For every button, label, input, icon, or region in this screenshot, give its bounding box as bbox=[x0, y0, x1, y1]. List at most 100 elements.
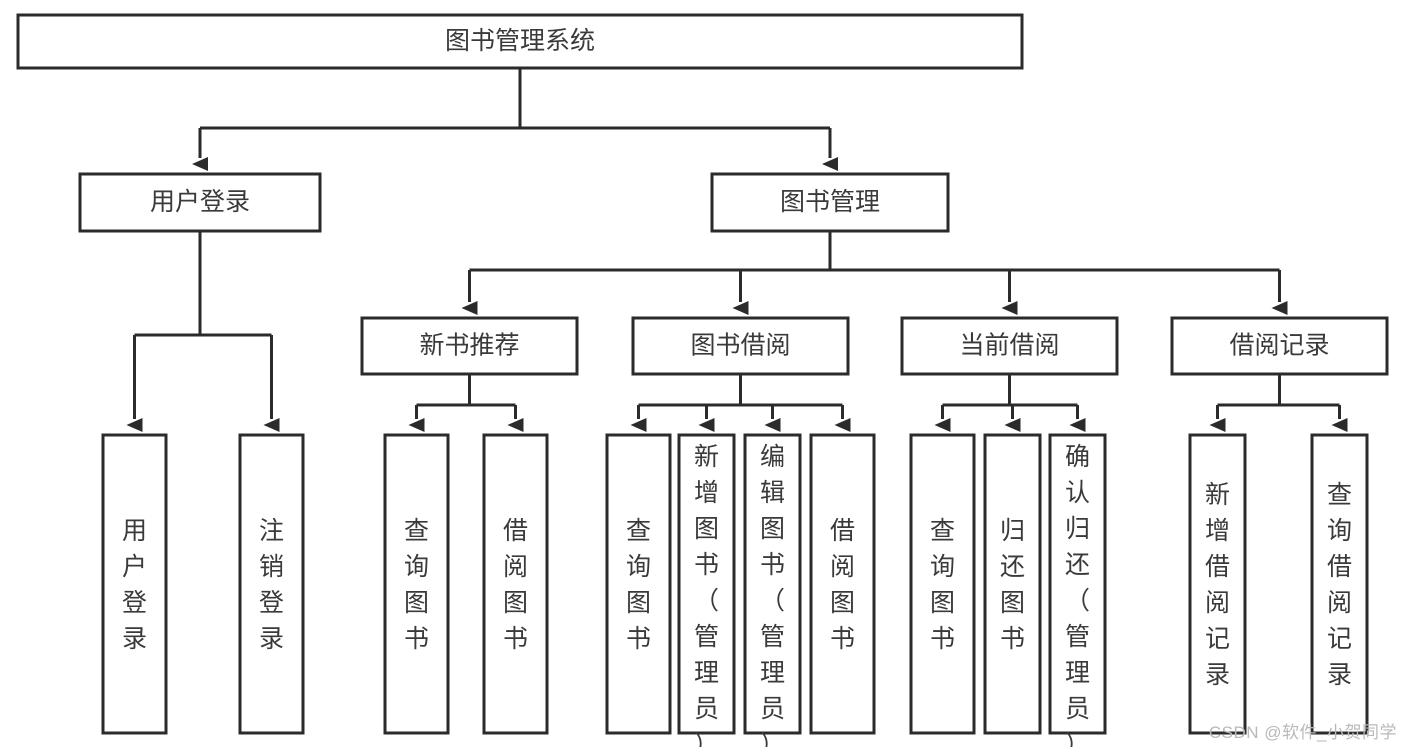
leaf-label-char: 录 bbox=[1327, 661, 1352, 689]
node-current-borrow[interactable]: 当前借阅 bbox=[900, 316, 1119, 376]
leaf-box bbox=[1188, 433, 1247, 735]
node-label: 借阅记录 bbox=[1229, 332, 1329, 360]
leaf-box bbox=[383, 433, 450, 735]
leaf-label-char: ） bbox=[1065, 731, 1090, 747]
node-box bbox=[631, 316, 850, 376]
node-root[interactable]: 图书管理系统 bbox=[16, 13, 1024, 70]
leaf-label-char: 书 bbox=[404, 625, 429, 653]
node-label: 当前借阅 bbox=[959, 332, 1059, 360]
node-box bbox=[78, 172, 322, 233]
node-box bbox=[1170, 316, 1389, 376]
node-box bbox=[16, 13, 1024, 70]
leaf-label-char: 登 bbox=[259, 589, 284, 617]
leaf-label-char: 借 bbox=[1327, 553, 1352, 581]
leaf-label-char: 图 bbox=[830, 589, 855, 617]
leaf-box bbox=[677, 433, 736, 735]
leaf-box bbox=[983, 433, 1042, 735]
leaf-label-char: 员 bbox=[1065, 695, 1090, 723]
connector-layer bbox=[126, 68, 1348, 432]
leaf-label-char: 查 bbox=[1327, 481, 1352, 509]
leaf-label-char: 阅 bbox=[830, 553, 855, 581]
leaf-label-char: 记 bbox=[1205, 625, 1230, 653]
leaf-label-char: 员 bbox=[694, 695, 719, 723]
node-book-manage[interactable]: 图书管理 bbox=[710, 172, 950, 233]
node-layer: 图书管理系统用户登录图书管理新书推荐图书借阅当前借阅借阅记录用户登录注销登录查询… bbox=[16, 13, 1389, 747]
leaf-label-char: 图 bbox=[930, 589, 955, 617]
leaf-label-char: 还 bbox=[1000, 553, 1025, 581]
leaf-label-char: 借 bbox=[830, 517, 855, 545]
leaf-label-char: 询 bbox=[626, 553, 651, 581]
leaf-label-char: 员 bbox=[760, 695, 785, 723]
leaf-label-char: 借 bbox=[1205, 553, 1230, 581]
leaf-label-char: 增 bbox=[1205, 517, 1230, 545]
leaf-label-char: 管 bbox=[760, 623, 785, 651]
leaf-label-char: 用 bbox=[122, 517, 147, 545]
leaf-box bbox=[743, 433, 802, 735]
leaf-label-char: 新 bbox=[1205, 481, 1230, 509]
leaf-label-char: 阅 bbox=[1327, 589, 1352, 617]
leaf-label-char: 确 bbox=[1065, 443, 1090, 471]
leaf-node[interactable]: 用户登录 bbox=[101, 433, 168, 735]
node-label: 用户登录 bbox=[150, 188, 250, 216]
leaf-label-char: 书 bbox=[694, 551, 719, 579]
leaf-label-char: 管 bbox=[1065, 623, 1090, 651]
leaf-label-char: 查 bbox=[626, 517, 651, 545]
node-box bbox=[360, 316, 579, 376]
leaf-box bbox=[605, 433, 672, 735]
node-box bbox=[900, 316, 1119, 376]
leaf-label-char: 借 bbox=[503, 517, 528, 545]
leaf-label-char: 新 bbox=[694, 443, 719, 471]
leaf-label-char: 归 bbox=[1065, 515, 1090, 543]
node-box bbox=[710, 172, 950, 233]
node-new-book-rec[interactable]: 新书推荐 bbox=[360, 316, 579, 376]
leaf-label-char: 理 bbox=[760, 659, 785, 687]
leaf-label-char: 销 bbox=[259, 553, 284, 581]
leaf-label-char: 理 bbox=[1065, 659, 1090, 687]
leaf-label-char: 辑 bbox=[760, 479, 785, 507]
leaf-label-char: 理 bbox=[694, 659, 719, 687]
leaf-box bbox=[238, 433, 305, 735]
leaf-label-char: 户 bbox=[122, 553, 147, 581]
leaf-label-char: 归 bbox=[1000, 517, 1025, 545]
node-book-borrow[interactable]: 图书借阅 bbox=[631, 316, 850, 376]
node-user-login[interactable]: 用户登录 bbox=[78, 172, 322, 233]
leaf-label-char: 编 bbox=[760, 443, 785, 471]
leaf-label-char: 询 bbox=[404, 553, 429, 581]
node-borrow-record[interactable]: 借阅记录 bbox=[1170, 316, 1389, 376]
leaf-label-char: 书 bbox=[1000, 625, 1025, 653]
leaf-label-char: 管 bbox=[694, 623, 719, 651]
leaf-label-char: 查 bbox=[930, 517, 955, 545]
leaf-label-char: 记 bbox=[1327, 625, 1352, 653]
leaf-label-char: 登 bbox=[122, 589, 147, 617]
node-label: 新书推荐 bbox=[419, 332, 519, 360]
leaf-label-char: 图 bbox=[503, 589, 528, 617]
leaf-box bbox=[101, 433, 168, 735]
leaf-box bbox=[809, 433, 876, 735]
leaf-label-char: 书 bbox=[626, 625, 651, 653]
leaf-label-char: 增 bbox=[694, 479, 719, 507]
leaf-box bbox=[909, 433, 976, 735]
leaf-label-char: 书 bbox=[760, 551, 785, 579]
